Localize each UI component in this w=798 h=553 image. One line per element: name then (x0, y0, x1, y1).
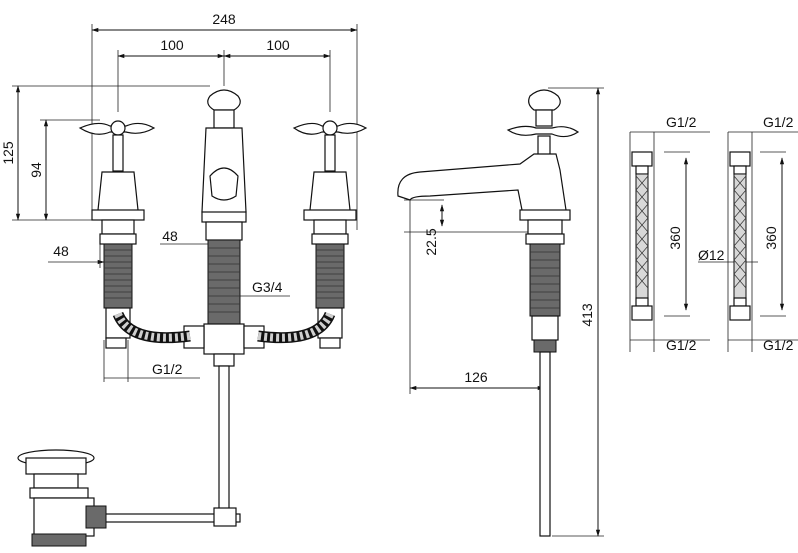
label-248: 248 (212, 11, 236, 27)
label-hose2-bottom: G1/2 (763, 337, 794, 353)
label-413: 413 (579, 303, 595, 327)
label-hose1-top: G1/2 (666, 114, 697, 130)
label-hose2-length: 360 (763, 226, 779, 250)
dim-body-height: 94 (28, 119, 100, 221)
dim-overall-width: 248 (91, 11, 358, 230)
popup-rod (99, 365, 241, 527)
label-g12-front: G1/2 (152, 361, 183, 377)
dim-spout-clearance: 22.5 (404, 199, 530, 256)
front-view: 248 100 100 125 94 48 (0, 11, 368, 547)
label-48-center: 48 (162, 228, 178, 244)
hose-2: G1/2 G1/2 360 Ø12 (698, 114, 798, 353)
label-hose1-bottom: G1/2 (666, 337, 697, 353)
braided-connectors (112, 311, 336, 344)
label-125: 125 (0, 141, 16, 165)
label-100-left: 100 (160, 37, 184, 53)
right-tap (292, 120, 368, 349)
label-hose2-top: G1/2 (763, 114, 794, 130)
side-tap-body (397, 89, 580, 537)
side-view: 22.5 126 413 (397, 87, 604, 537)
dim-handle-height: 125 (0, 85, 210, 221)
hose-1: G1/2 G1/2 360 (629, 114, 710, 353)
left-tap (78, 120, 156, 349)
dim-spout-reach: 126 (409, 196, 545, 394)
popup-waste (17, 449, 107, 547)
dim-tap-spacing: 100 100 (117, 37, 331, 112)
label-100-right: 100 (266, 37, 290, 53)
label-126: 126 (464, 369, 488, 385)
dim-outlet-thread: G1/2 (103, 340, 200, 382)
label-22-5: 22.5 (423, 228, 439, 255)
label-hose2-diameter: Ø12 (698, 247, 725, 263)
centre-spout (183, 89, 265, 367)
label-g34: G3/4 (252, 279, 283, 295)
label-hose1-length: 360 (667, 226, 683, 250)
dim-spout-shank: 48 (160, 228, 210, 245)
label-94: 94 (28, 162, 44, 178)
dim-total-height: 413 (548, 87, 604, 537)
label-48-left: 48 (53, 243, 69, 259)
